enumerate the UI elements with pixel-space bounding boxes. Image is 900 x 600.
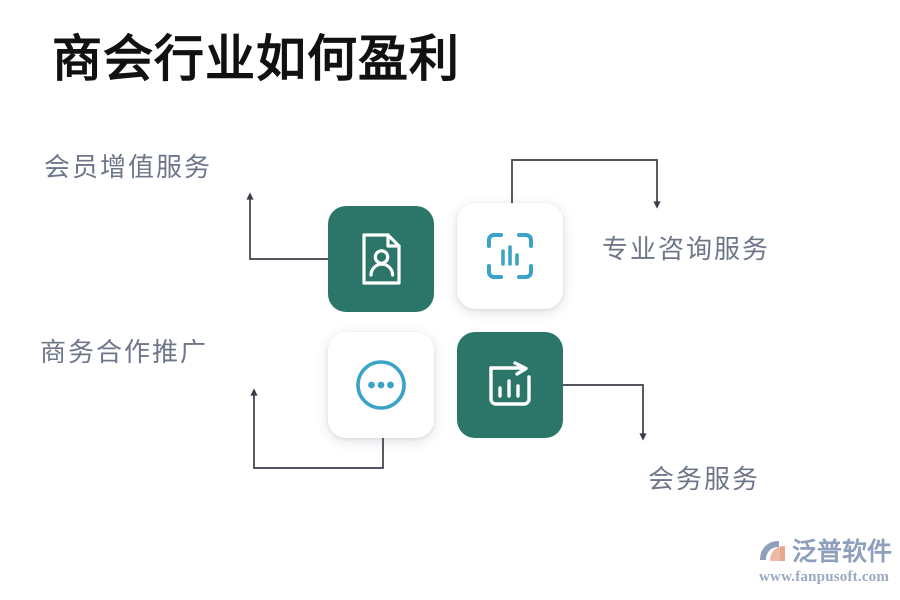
document-person-icon <box>362 233 401 285</box>
member-connector <box>246 192 328 260</box>
label-professional-consulting-service: 专业咨询服务 <box>602 235 771 264</box>
card-member[interactable] <box>328 206 434 312</box>
label-member-value-added-service: 会员增值服务 <box>44 153 213 182</box>
brand-url: www.fanpusoft.com <box>759 569 890 585</box>
consult-connector <box>511 159 661 209</box>
card-consult[interactable] <box>457 203 563 309</box>
label-conference-service: 会务服务 <box>648 465 761 494</box>
card-meeting[interactable] <box>457 332 563 438</box>
scan-bar-chart-icon <box>487 233 533 279</box>
page-title: 商会行业如何盈利 <box>52 31 460 87</box>
brand-logo-row: 泛普软件 <box>758 536 892 568</box>
bar-chart-arrow-icon <box>489 361 531 406</box>
label-business-cooperation-promotion: 商务合作推广 <box>40 338 209 367</box>
brand-name: 泛普软件 <box>792 538 893 566</box>
card-biz[interactable] <box>328 332 434 438</box>
ellipsis-circle-icon <box>356 360 406 410</box>
fanpu-logo-mark-icon <box>760 541 785 561</box>
meeting-connector <box>563 384 647 441</box>
brand-logo: 泛普软件 www.fanpusoft.com <box>758 536 892 588</box>
